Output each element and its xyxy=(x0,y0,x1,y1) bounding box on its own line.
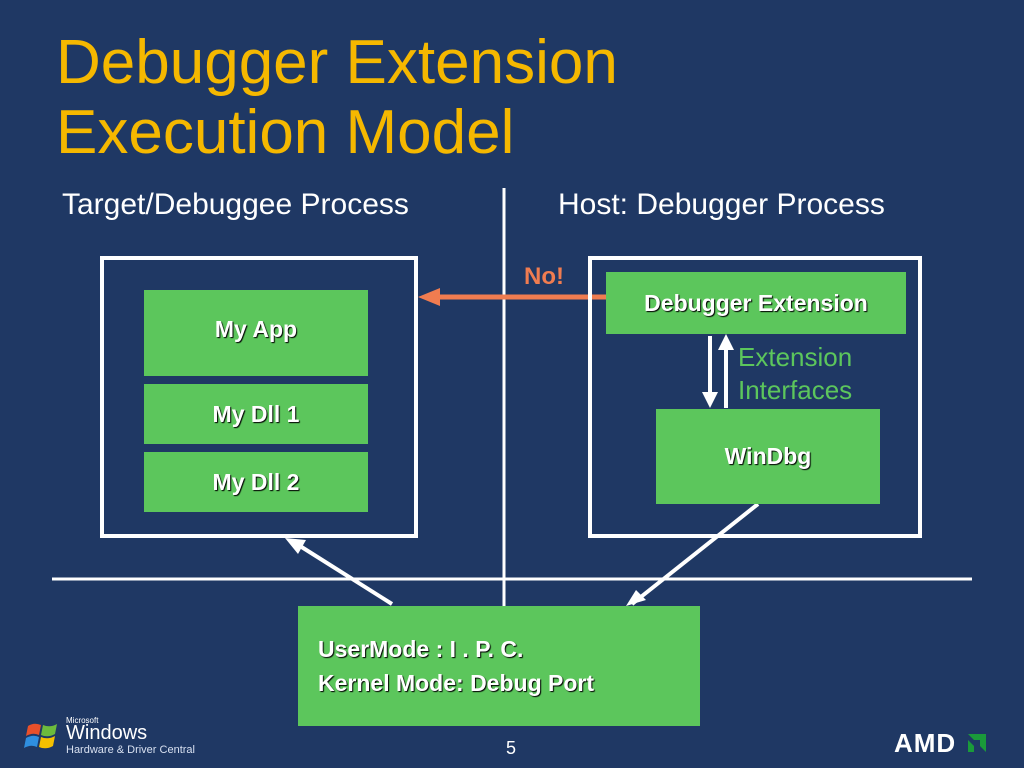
host-process-frame xyxy=(588,256,922,538)
windbg-label: WinDbg xyxy=(724,443,812,469)
debugger-extension-box: Debugger Extension xyxy=(606,272,906,334)
slide-title: Debugger Extension Execution Model xyxy=(56,28,618,168)
extension-interfaces-line-2: Interfaces xyxy=(738,375,853,405)
no-label: No! xyxy=(524,263,564,290)
extension-interface-arrows xyxy=(702,334,734,408)
my-app-label: My App xyxy=(214,316,298,342)
my-app-box: My App xyxy=(144,290,368,376)
windows-hardware-logo: Microsoft Windows Hardware & Driver Cent… xyxy=(24,716,224,756)
slide-title-line-1: Debugger Extension xyxy=(56,28,618,97)
no-arrow xyxy=(418,288,606,306)
extension-interfaces-line-1: Extension xyxy=(738,342,853,372)
ipc-box: UserMode : I . P. C. Kernel Mode: Debug … xyxy=(298,606,700,726)
my-dll-2-label: My Dll 2 xyxy=(212,469,300,495)
ipc-to-target-arrow xyxy=(285,538,394,606)
amd-arrow-icon xyxy=(968,734,987,752)
host-process-heading: Host: Debugger Process xyxy=(558,188,885,221)
my-dll-1-box: My Dll 1 xyxy=(144,384,368,444)
windows-logo-text: Windows xyxy=(66,722,148,744)
extension-interfaces-label: Extension Interfaces xyxy=(738,341,852,407)
windbg-box: WinDbg xyxy=(656,409,880,504)
ipc-line-1: UserMode : I . P. C. xyxy=(318,636,524,662)
target-process-frame xyxy=(100,256,418,538)
ipc-to-windbg-line xyxy=(626,502,760,606)
amd-logo-text: AMD xyxy=(894,728,957,758)
debugger-extension-label: Debugger Extension xyxy=(644,290,868,316)
page-number: 5 xyxy=(506,738,517,758)
my-dll-1-label: My Dll 1 xyxy=(212,401,300,427)
my-dll-2-box: My Dll 2 xyxy=(144,452,368,512)
windows-logo-subtitle: Hardware & Driver Central xyxy=(66,744,195,756)
amd-logo: AMD xyxy=(894,728,990,759)
slide-title-line-2: Execution Model xyxy=(56,98,515,167)
target-process-heading: Target/Debuggee Process xyxy=(62,188,409,221)
ipc-line-2: Kernel Mode: Debug Port xyxy=(318,670,595,696)
windows-logo-small-text: Microsoft xyxy=(66,716,99,725)
windows-flag-icon xyxy=(24,723,57,749)
